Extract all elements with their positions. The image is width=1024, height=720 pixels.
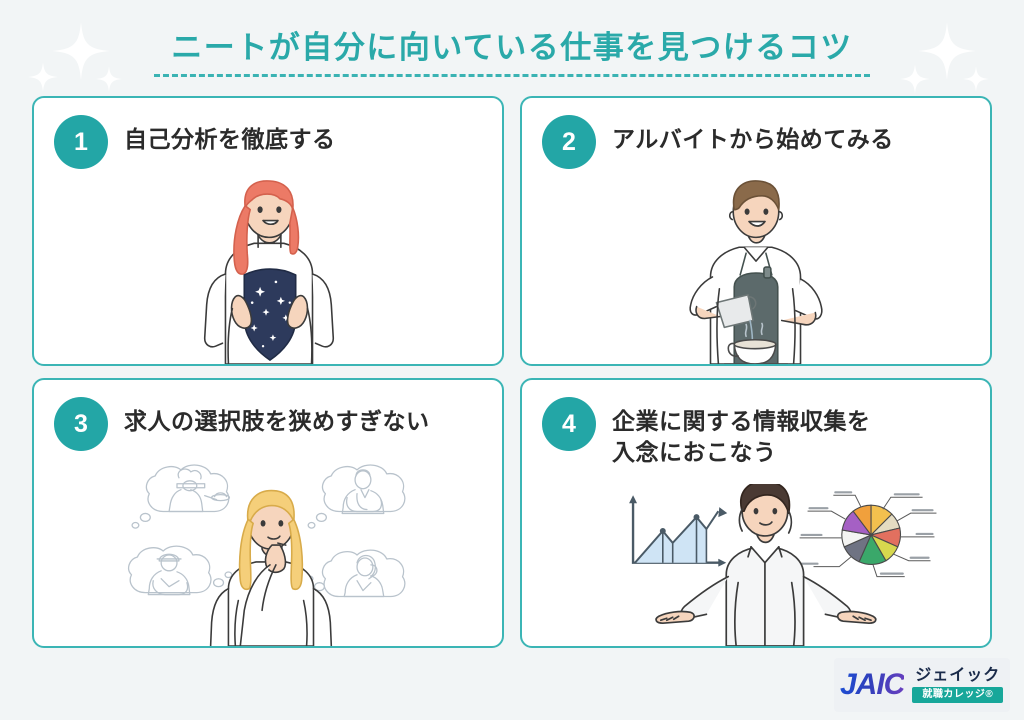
title-underline — [154, 73, 870, 77]
tip-card-1-title-line1: 自己分析を徹底する — [124, 126, 336, 152]
tips-card-grid: 1 自己分析を徹底する — [32, 96, 992, 648]
sparkle-right-small-b — [963, 66, 989, 92]
tip-card-4-title: 企業に関する情報収集を 入念におこなう — [612, 397, 871, 468]
tip-card-1-illustration — [34, 180, 502, 364]
sparkle-left-small-b — [96, 66, 122, 92]
jaic-logo-service-bar: 就職カレッジ® — [912, 686, 1004, 703]
tip-card-2-head: 2 アルバイトから始めてみる — [522, 98, 990, 169]
jaic-logo[interactable]: JAIC ジェイック 就職カレッジ® — [834, 658, 1010, 712]
tip-card-3-head: 3 求人の選択肢を狭めすぎない — [34, 380, 502, 451]
page-header: ニートが自分に向いている仕事を見つけるコツ — [0, 0, 1024, 92]
tip-card-4[interactable]: 4 企業に関する情報収集を 入念におこなう — [520, 378, 992, 648]
sparkle-right-large — [918, 22, 976, 80]
sparkle-right-small-a — [900, 64, 930, 94]
tip-card-3-illustration — [34, 462, 502, 646]
tip-card-3-number-badge: 3 — [54, 397, 108, 451]
tip-card-2[interactable]: 2 アルバイトから始めてみる — [520, 96, 992, 366]
page-title: ニートが自分に向いている仕事を見つけるコツ — [171, 29, 853, 65]
jaic-logo-mark: JAIC — [840, 668, 905, 701]
sparkle-left-small-a — [28, 62, 58, 92]
jaic-logo-kana: ジェイック — [915, 666, 1001, 684]
tip-card-3-title-line1: 求人の選択肢を狭めすぎない — [124, 408, 430, 434]
thought-bubble-chef — [131, 464, 231, 529]
tip-card-2-title: アルバイトから始めてみる — [612, 115, 894, 155]
tip-card-3-title: 求人の選択肢を狭めすぎない — [124, 397, 430, 437]
jaic-logo-text-group: ジェイック 就職カレッジ® — [912, 666, 1004, 703]
tip-card-4-number-badge: 4 — [542, 397, 596, 451]
tip-card-1-head: 1 自己分析を徹底する — [34, 98, 502, 169]
tip-card-4-illustration — [522, 484, 990, 646]
thought-bubble-construction — [128, 545, 233, 596]
thought-bubble-callcenter — [305, 549, 406, 598]
tip-card-4-title-line2: 入念におこなう — [612, 438, 777, 465]
tip-card-2-title-line1: アルバイトから始めてみる — [612, 126, 894, 152]
line-chart-graphic — [629, 495, 728, 567]
tip-card-1-number-badge: 1 — [54, 115, 108, 169]
tip-card-4-head: 4 企業に関する情報収集を 入念におこなう — [522, 380, 990, 468]
thought-bubble-doctor — [307, 464, 406, 529]
tip-card-2-illustration — [522, 180, 990, 364]
tip-card-4-title-line1: 企業に関する情報収集を — [612, 408, 871, 434]
tip-card-1-title: 自己分析を徹底する — [124, 115, 336, 155]
tip-card-2-number-badge: 2 — [542, 115, 596, 169]
sparkle-left-large — [52, 22, 110, 80]
tip-card-1[interactable]: 1 自己分析を徹底する — [32, 96, 504, 366]
pie-chart-graphic — [798, 491, 937, 578]
tip-card-3[interactable]: 3 求人の選択肢を狭めすぎない — [32, 378, 504, 648]
